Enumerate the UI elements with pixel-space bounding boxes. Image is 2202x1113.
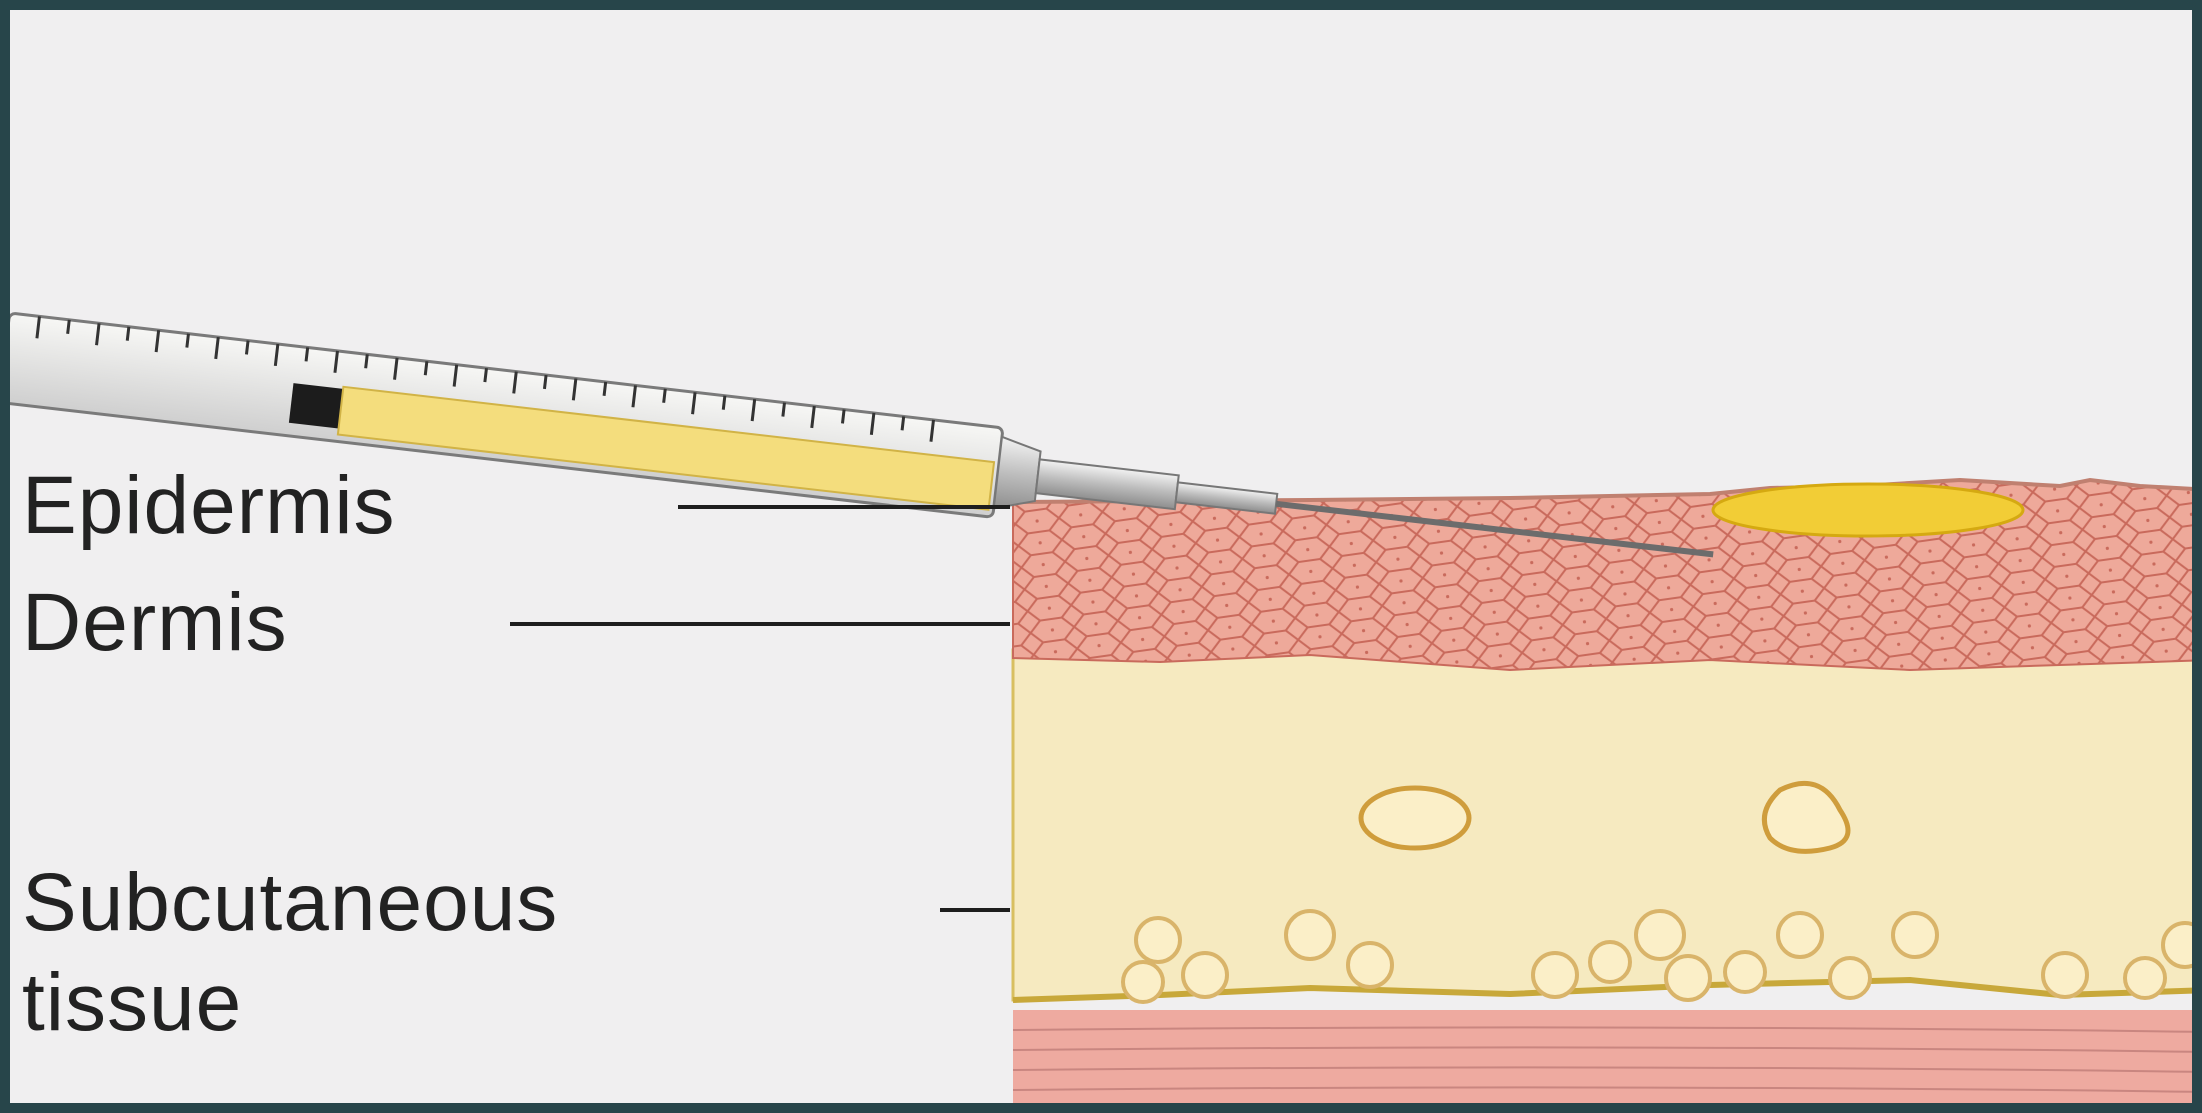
syringe-tip [994,437,1042,513]
skin-cross-section-icon [1013,480,2192,1103]
diagram-frame: Epidermis Dermis Subcutaneous tissue [10,10,2192,1103]
label-subcutaneous-line2: tissue [22,962,242,1044]
medication-bleb-icon [1713,484,2023,536]
syringe-plunger-seal [289,383,343,428]
label-subcutaneous-line1: Subcutaneous [22,862,558,944]
label-epidermis: Epidermis [22,465,396,547]
label-dermis: Dermis [22,582,288,664]
